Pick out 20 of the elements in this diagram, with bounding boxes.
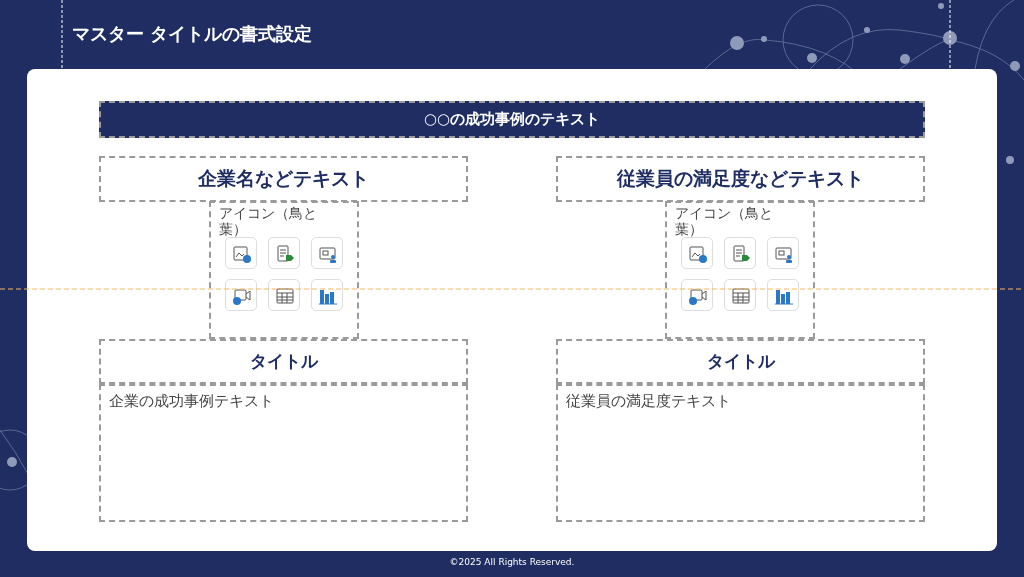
header-box bbox=[556, 156, 925, 202]
text-box bbox=[556, 384, 925, 522]
placeholder-label: アイコン（鳥と葉） bbox=[219, 205, 318, 237]
section-title: タイトル bbox=[706, 350, 775, 373]
icon-placeholder-box bbox=[665, 201, 815, 339]
footer-text: ©2025 All Rights Reserved. bbox=[448, 557, 576, 569]
body-text: 従業員の満足度テキスト bbox=[566, 392, 732, 411]
header-box bbox=[99, 156, 468, 202]
slide-title: マスター タイトルの書式設定 bbox=[72, 22, 314, 46]
header-text: 企業名などテキスト bbox=[198, 166, 369, 191]
icon-placeholder-box bbox=[209, 201, 359, 339]
title-box bbox=[99, 339, 468, 384]
header-text: 従業員の満足度などテキスト bbox=[617, 166, 864, 191]
body-text: 企業の成功事例テキスト bbox=[109, 392, 275, 411]
title-box bbox=[556, 339, 925, 384]
section-title: タイトル bbox=[249, 350, 318, 373]
text-box bbox=[99, 384, 468, 522]
banner-box bbox=[99, 101, 925, 138]
banner-title: ○○の成功事例のテキスト bbox=[423, 110, 601, 129]
placeholder-label: アイコン（鳥と葉） bbox=[675, 205, 774, 237]
